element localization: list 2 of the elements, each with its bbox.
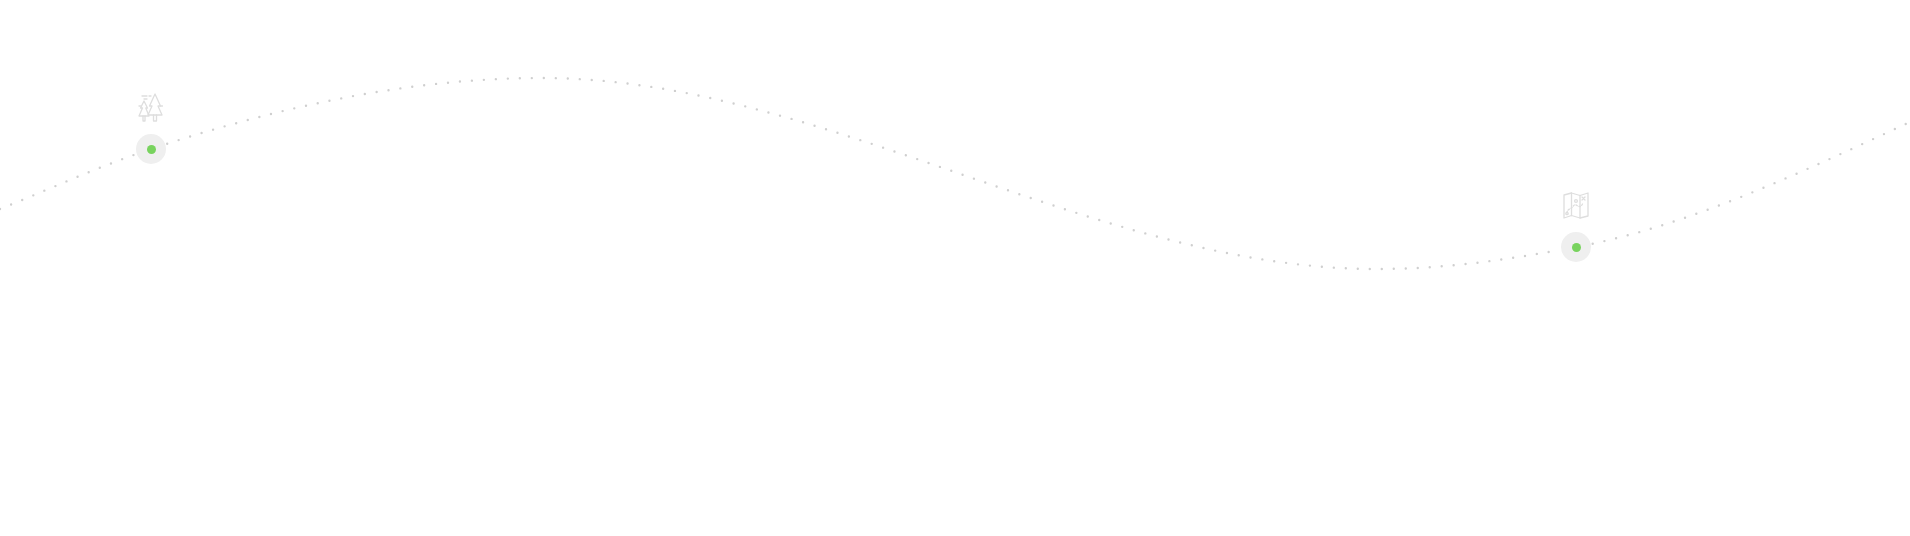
dotted-line	[1591, 120, 1910, 245]
dotted-line	[0, 153, 137, 211]
